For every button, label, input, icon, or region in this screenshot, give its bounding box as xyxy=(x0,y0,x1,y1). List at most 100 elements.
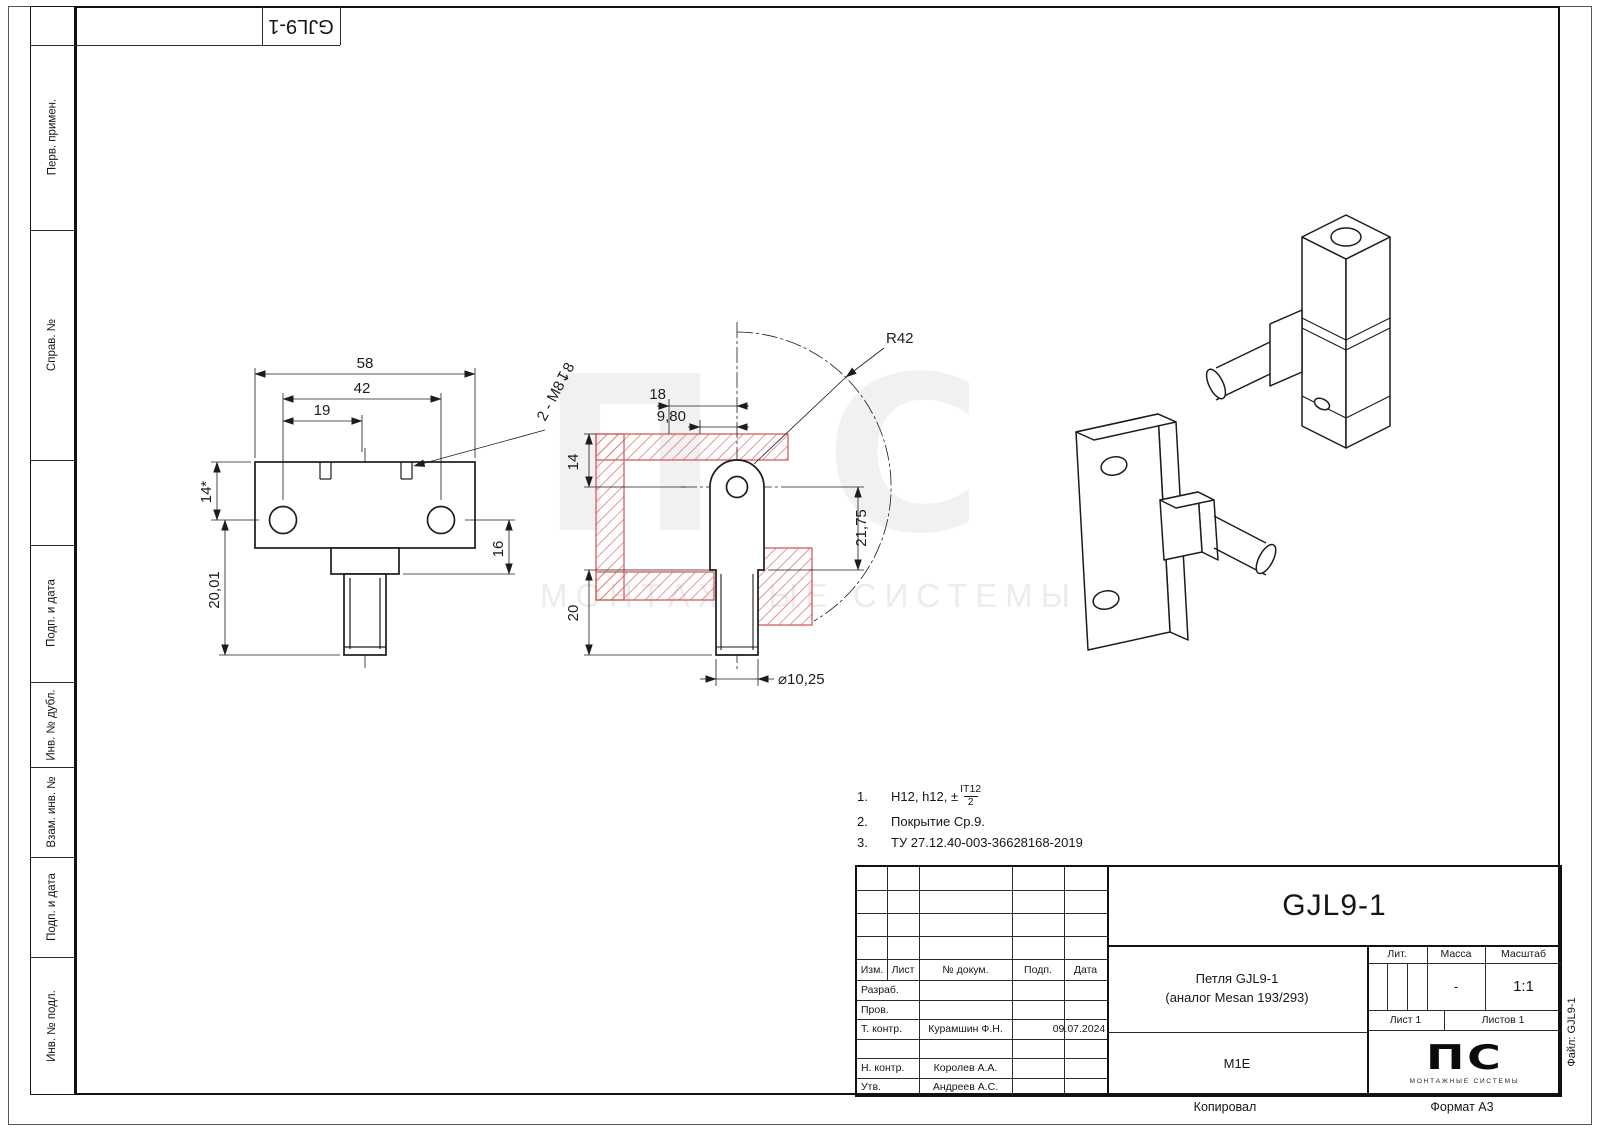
r42-arc xyxy=(736,331,892,622)
divider-line xyxy=(262,6,263,45)
dim-20-section: 20 xyxy=(565,605,582,622)
tb-material: М1Е xyxy=(1223,1056,1251,1071)
pivot-hole xyxy=(725,475,749,499)
note-1-text: H12, h12, ± xyxy=(891,788,959,804)
mounting-channel-section xyxy=(595,433,813,626)
iso-a-knuckle xyxy=(1269,309,1303,387)
dim-58: 58 xyxy=(357,355,374,372)
tb-nkontr-name: Королев А.А. xyxy=(933,1062,998,1074)
tb-utv-name: Андреев А.С. xyxy=(932,1080,999,1093)
iso-view-top-right xyxy=(1205,214,1391,449)
tb-masshtab-label: Масштаб xyxy=(1501,948,1546,960)
divider-line xyxy=(857,1019,1107,1020)
divider-line xyxy=(1107,945,1562,947)
divider-line xyxy=(30,767,75,768)
iso-views xyxy=(1075,214,1391,651)
tb-header-dokum: № докум. xyxy=(942,963,989,976)
technical-notes: 1. H12, h12, ± IT12 2 2. Покрытие Ср.9. … xyxy=(857,783,1177,850)
divider-line xyxy=(857,1078,1107,1079)
divider-line xyxy=(1367,945,1369,1095)
divider-line xyxy=(30,682,75,683)
divider-line xyxy=(1387,963,1388,1010)
tb-row-prov: Пров. xyxy=(861,1003,889,1016)
tb-massa-value: - xyxy=(1453,979,1459,994)
tb-tkontr-date: 09.07.2024 xyxy=(1052,1023,1106,1035)
divider-line xyxy=(1427,945,1428,1010)
divider-line xyxy=(30,857,75,858)
front-body xyxy=(254,461,476,656)
divider-line xyxy=(340,6,341,45)
tb-row-utv: Утв. xyxy=(861,1080,881,1093)
section-dimension-lines xyxy=(584,347,885,686)
divider-line xyxy=(857,913,1107,914)
divider-line xyxy=(857,1000,1107,1001)
divider-line xyxy=(1107,867,1109,1095)
dim-14-star: 14* xyxy=(198,481,215,504)
dim-9-80: 9,80 xyxy=(657,408,686,425)
note-1: 1. H12, h12, ± IT12 2 xyxy=(857,783,1177,808)
divider-line xyxy=(1444,1010,1445,1030)
section-dim-labels: R42 18 9,80 14 20 21,75 ⌀10,25 xyxy=(565,330,914,688)
tb-header-data: Дата xyxy=(1073,963,1098,976)
stamp-perv-primen: Перв. примен. xyxy=(46,98,59,176)
tb-part-name-line1: Петля GJL9-1 xyxy=(1195,971,1279,987)
note-1-number: 1. xyxy=(857,788,868,804)
note-2-number: 2. xyxy=(857,814,868,830)
front-hole-left xyxy=(268,505,298,535)
note-3: 3. ТУ 27.12.40-003-36628168-2019 xyxy=(857,835,1177,850)
dim-19: 19 xyxy=(314,402,331,419)
divider-line xyxy=(1367,963,1562,964)
company-logo-subtitle: МОНТАЖНЫЕ СИСТЕМЫ xyxy=(1409,1077,1520,1085)
divider-line xyxy=(30,957,75,958)
tb-header-list: Лист xyxy=(891,963,915,976)
divider-line xyxy=(1012,867,1013,1095)
tb-header-izm: Изм. xyxy=(860,963,884,976)
divider-line xyxy=(857,1039,1107,1040)
dim-dia-10-25: ⌀10,25 xyxy=(778,671,825,688)
iso-b-pin-cap xyxy=(1255,543,1277,575)
iso-a-face-hole xyxy=(1313,397,1331,411)
stamp-podp-data-1: Подп. и дата xyxy=(45,579,58,647)
divider-line xyxy=(1064,867,1065,1095)
tb-header-podp: Подп. xyxy=(1024,963,1052,976)
divider-line xyxy=(919,867,920,1095)
iso-b-hole-top xyxy=(1100,456,1128,476)
divider-line xyxy=(887,867,888,980)
divider-line xyxy=(857,959,1107,960)
stamp-column xyxy=(30,6,75,1095)
divider-line xyxy=(1485,945,1486,1010)
tb-lit-label: Лит. xyxy=(1387,948,1407,960)
note-3-number: 3. xyxy=(857,835,868,851)
doc-number-rotated: GJL9-1 xyxy=(268,15,334,37)
title-block: Изм. Лист № докум. Подп. Дата Разраб. Пр… xyxy=(855,865,1562,1097)
divider-line xyxy=(1407,963,1408,1010)
stamp-vzam-inv-no: Взам. инв. № xyxy=(46,776,58,848)
iso-b-top-face xyxy=(1075,413,1177,441)
stamp-podp-data-2: Подп. и дата xyxy=(46,873,58,941)
dim-14-section: 14 xyxy=(565,454,582,471)
front-details xyxy=(319,462,413,649)
tb-part-name-line2: (аналог Mesan 193/293) xyxy=(1165,989,1309,1005)
radius-label: R42 xyxy=(886,330,914,347)
tb-row-nkontr: Н. контр. xyxy=(861,1062,905,1074)
note-1-fraction: IT12 2 xyxy=(960,783,982,808)
tb-massa-label: Масса xyxy=(1440,948,1472,960)
divider-line xyxy=(857,980,1107,981)
divider-line xyxy=(857,1058,1107,1059)
company-logo: ПС МОНТАЖНЫЕ СИСТЕМЫ xyxy=(1367,1030,1562,1095)
drawing-frame xyxy=(75,6,1560,1095)
divider-line xyxy=(1367,1030,1562,1031)
format-label: Формат А3 xyxy=(1430,1100,1494,1114)
note-1-frac-top: IT12 xyxy=(960,783,982,795)
hinge-section xyxy=(709,459,765,656)
tb-part-name: Петля GJL9-1 (аналог Mesan 193/293) xyxy=(1107,945,1367,1032)
tb-row-tkontr: Т. контр. xyxy=(861,1023,903,1035)
tb-list-value: Лист 1 xyxy=(1389,1014,1422,1026)
note-2-text: Покрытие Ср.9. xyxy=(891,814,985,830)
divider-line xyxy=(1107,1032,1367,1033)
dim-16: 16 xyxy=(490,541,507,558)
dim-18: 18 xyxy=(649,386,666,403)
iso-b-knuckle-top xyxy=(1159,491,1215,509)
tb-tkontr-name: Курамшин Ф.Н. xyxy=(928,1023,1003,1035)
